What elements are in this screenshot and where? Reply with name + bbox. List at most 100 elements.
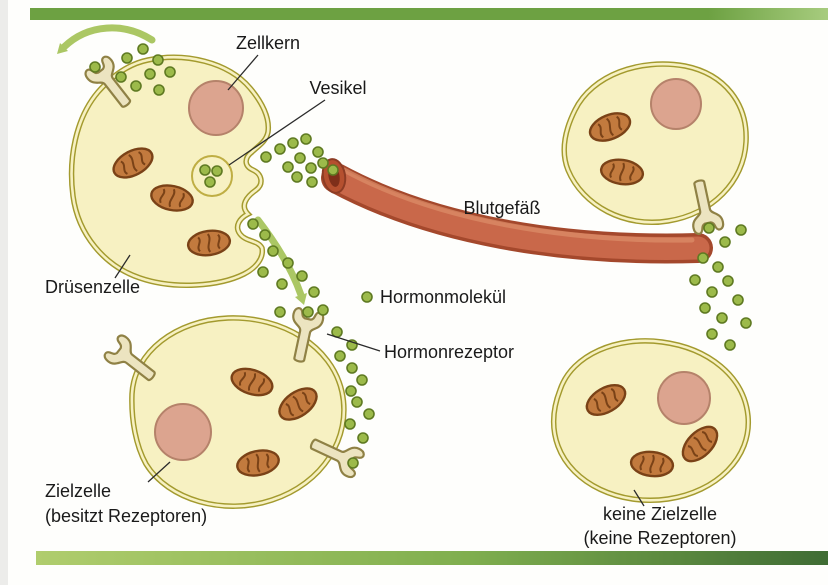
hormone-dot — [282, 257, 294, 269]
release-arrows — [57, 24, 307, 305]
vesicle — [191, 155, 233, 197]
release-arrow-top — [60, 24, 156, 51]
hormone-dot — [89, 61, 101, 73]
hormone-dot — [356, 374, 368, 386]
hormone-dot — [346, 362, 358, 374]
hormone-dot — [199, 164, 211, 176]
hormone-dot — [130, 80, 142, 92]
label-zielzelle-line2: (besitzt Rezeptoren) — [45, 506, 207, 526]
page-edge — [0, 0, 8, 585]
hormone-dot — [306, 176, 318, 188]
blood-vessel-lumen — [324, 166, 710, 260]
blood-vessel-highlight — [341, 167, 695, 243]
hormone-dot-label — [361, 291, 373, 303]
hormone-dot — [257, 266, 269, 278]
label-hormonrezeptor: Hormonrezeptor — [384, 342, 514, 362]
hormone-dot — [357, 432, 369, 444]
hormone-dot — [334, 350, 346, 362]
hormone-molecules — [89, 43, 752, 469]
pointer-lines — [114, 54, 645, 507]
hormone-dot — [732, 294, 744, 306]
hormone-dot — [282, 161, 294, 173]
labels: Zellkern Vesikel Drüsenzelle Blutgefäß H… — [45, 33, 737, 548]
hormone-dot — [144, 68, 156, 80]
hormone-dot — [312, 146, 324, 158]
hormone-dot — [274, 306, 286, 318]
hormone-dot — [137, 43, 149, 55]
hormone-dot — [294, 152, 306, 164]
label-keine-zielzelle-line2: (keine Rezeptoren) — [583, 528, 736, 548]
hormone-dot — [722, 275, 734, 287]
label-blutgefaess: Blutgefäß — [463, 198, 540, 218]
nucleus — [188, 80, 244, 136]
hormone-dot — [115, 71, 127, 83]
label-zielzelle-line1: Zielzelle — [45, 481, 111, 501]
hormone-dot — [689, 274, 701, 286]
hormone-dot — [719, 236, 731, 248]
nuclei — [154, 78, 711, 461]
hormone-dot — [344, 418, 356, 430]
top-right-cell-membrane-gap — [562, 62, 748, 224]
hormone-dot — [267, 245, 279, 257]
hormone-dot — [716, 312, 728, 324]
label-keine-zielzelle-line1: keine Zielzelle — [603, 504, 717, 524]
pointer-vesikel — [228, 99, 326, 166]
hormone-dot — [706, 286, 718, 298]
hormone-dot — [164, 66, 176, 78]
gland-cell-membrane-gap — [70, 56, 270, 287]
hormone-dot — [699, 302, 711, 314]
hormone-dot — [308, 286, 320, 298]
target-cell-membrane-gap — [130, 316, 346, 508]
hormone-dot — [274, 143, 286, 155]
hormone-dot-bound — [302, 306, 314, 318]
hormone-dot — [152, 54, 164, 66]
hormone-dot — [697, 252, 709, 264]
release-arrow-middle-head — [295, 293, 307, 305]
gland-cell — [68, 54, 272, 288]
hormone-dot — [259, 229, 271, 241]
blood-vessel — [321, 158, 713, 264]
hormone-dot — [351, 396, 363, 408]
hormone-dot — [296, 270, 308, 282]
hormone-dot — [706, 328, 718, 340]
hormone-dot — [735, 224, 747, 236]
non-target-cell-membrane-gap — [552, 339, 750, 502]
hormone-dot — [300, 133, 312, 145]
pointer-zielzelle — [147, 461, 171, 483]
hormone-dot — [724, 339, 736, 351]
hormone-dot — [317, 304, 329, 316]
nucleus — [650, 78, 702, 130]
pointer-druesenzelle — [114, 254, 131, 279]
hormone-dot — [291, 171, 303, 183]
hormone-dot — [327, 164, 339, 176]
nucleus — [154, 403, 212, 461]
hormone-dot — [204, 176, 216, 188]
hormone-dot — [211, 165, 223, 177]
hormone-dot — [317, 157, 329, 169]
pointer-keine-zielzelle — [633, 489, 645, 507]
hormone-dot — [712, 261, 724, 273]
label-druesenzelle: Drüsenzelle — [45, 277, 140, 297]
bottom-border-bar — [36, 551, 828, 565]
release-arrow-middle — [254, 216, 305, 299]
hormone-dot — [247, 218, 259, 230]
hormone-dot — [363, 408, 375, 420]
hormone-dot — [287, 137, 299, 149]
hormone-dot — [740, 317, 752, 329]
hormone-dot — [121, 52, 133, 64]
hormone-dot — [260, 151, 272, 163]
hormone-dot — [345, 385, 357, 397]
top-border-bar — [30, 8, 828, 20]
pointer-zellkern — [227, 54, 259, 91]
label-hormonmolekuel: Hormonmolekül — [380, 287, 506, 307]
hormone-dot-bound — [347, 457, 359, 469]
label-vesikel: Vesikel — [309, 78, 366, 98]
hormone-dot-bound — [703, 222, 715, 234]
hormone-dot — [153, 84, 165, 96]
hormone-dot — [276, 278, 288, 290]
release-arrow-top-head — [57, 43, 68, 54]
hormone-dot — [305, 162, 317, 174]
nucleus — [657, 371, 711, 425]
